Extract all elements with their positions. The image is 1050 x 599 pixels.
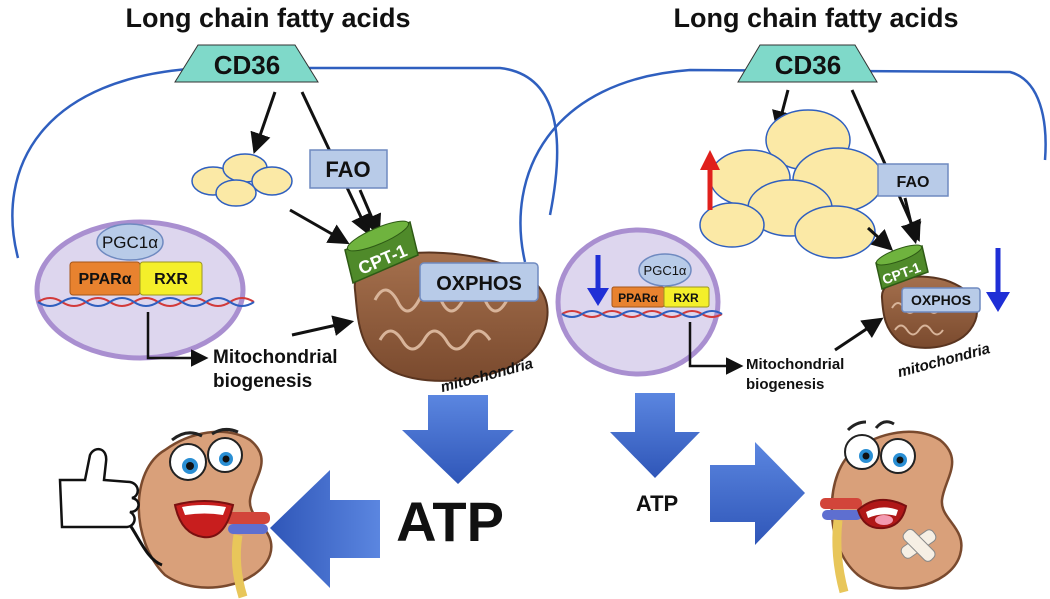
- left-biogenesis-line2: biogenesis: [213, 371, 312, 392]
- left-oxphos-label: OXPHOS: [436, 273, 522, 295]
- left-big-left-arrow: [270, 470, 380, 588]
- left-fao-label: FAO: [325, 157, 370, 182]
- left-cpt1-channel: [344, 220, 419, 285]
- right-biogenesis-line2: biogenesis: [746, 376, 824, 393]
- right-arrow-biogenesis: [688, 322, 744, 375]
- left-pgc1a-label: PGC1α: [102, 233, 158, 252]
- left-arrow-biogenesis: [146, 312, 209, 367]
- left-ppar-label: PPARα: [78, 271, 131, 288]
- left-pgc1a-bubble: [96, 223, 164, 261]
- left-biogenesis-line1: Mitochondrial: [213, 347, 338, 368]
- ppar-decrease-arrowhead: [587, 288, 609, 306]
- happy-kidney-icon: [137, 427, 273, 599]
- thumbs-up-hand-icon: [58, 447, 163, 567]
- right-atp-label: ATP: [636, 491, 678, 516]
- lipid-increase-arrowhead: [700, 150, 720, 170]
- left-lipid-droplets: [191, 153, 293, 207]
- left-cd36-transporter: [174, 44, 319, 83]
- oxphos-decrease-arrowhead: [986, 292, 1010, 312]
- right-rxr-box: [663, 286, 710, 308]
- right-cpt1-channel: [875, 244, 929, 290]
- left-arrow-cd36-to-lipid: [250, 91, 277, 154]
- left-cell-membrane: [11, 66, 559, 259]
- right-cd36-transporter: [737, 44, 878, 83]
- right-arrow-lipid-to-cpt: [866, 226, 894, 251]
- right-fao-box: [877, 163, 949, 197]
- right-big-down-arrow: [610, 393, 700, 478]
- left-panel: Long chain fatty acids CD36 FAO mitochon…: [11, 3, 559, 599]
- right-ppar-label: PPARα: [618, 291, 658, 305]
- right-dna-helix: [561, 310, 723, 318]
- left-oxphos-box: [419, 262, 539, 302]
- right-big-right-arrow: [710, 442, 805, 545]
- left-cd36-label: CD36: [214, 50, 280, 80]
- right-oxphos-box: [901, 287, 981, 313]
- right-arrow-biogenesis-to-mito: [834, 317, 884, 352]
- right-cd36-label: CD36: [775, 50, 841, 80]
- right-pgc1a-label: PGC1α: [644, 263, 687, 278]
- right-cell-membrane: [519, 68, 1047, 263]
- right-pgc1a-bubble: [638, 253, 692, 287]
- left-arrow-lipid-to-cpt: [289, 208, 350, 245]
- left-atp-label: ATP: [396, 490, 504, 553]
- left-arrow-fao-to-cpt: [358, 189, 382, 236]
- left-title: Long chain fatty acids: [125, 3, 410, 33]
- left-big-down-arrow: [402, 395, 514, 484]
- left-arrow-biogenesis-to-mito: [291, 315, 355, 337]
- left-dna-helix: [37, 297, 255, 307]
- right-lipid-droplets: [699, 109, 884, 259]
- right-fao-label: FAO: [897, 174, 930, 191]
- right-arrow-fao-to-cpt: [900, 197, 922, 245]
- right-rxr-label: RXR: [673, 291, 699, 305]
- right-biogenesis-line1: Mitochondrial: [746, 356, 844, 373]
- sad-kidney-icon: [820, 420, 963, 594]
- left-rxr-box: [139, 261, 203, 296]
- right-panel: Long chain fatty acids CD36 FAO mitocho: [519, 3, 1047, 594]
- left-fao-box: [309, 149, 388, 189]
- right-oxphos-label: OXPHOS: [911, 292, 971, 308]
- left-rxr-label: RXR: [154, 271, 188, 288]
- right-title: Long chain fatty acids: [673, 3, 958, 33]
